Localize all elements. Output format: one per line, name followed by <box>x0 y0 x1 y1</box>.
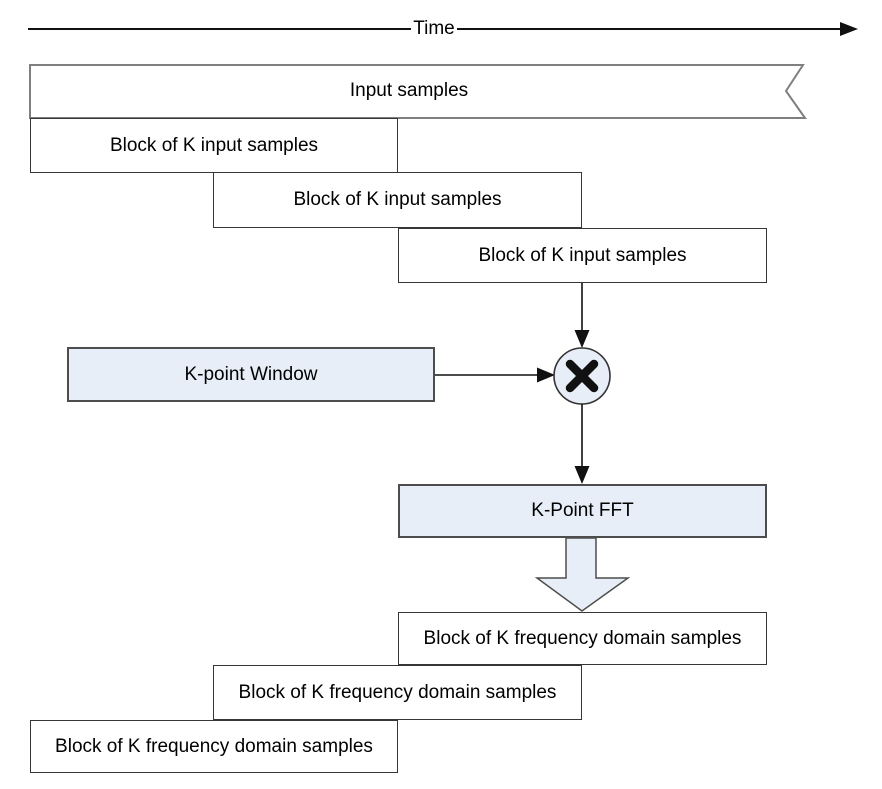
right-arrowhead-icon <box>537 367 555 383</box>
multiply-icon <box>553 347 611 405</box>
time-axis-line <box>456 28 840 30</box>
output-block-1: Block of K frequency domain samples <box>398 612 767 665</box>
input-block-1: Block of K input samples <box>30 118 398 173</box>
right-arrowhead-icon <box>840 22 858 36</box>
hollow-down-arrow-icon <box>534 537 631 612</box>
time-axis-line <box>28 28 412 30</box>
input-samples-label: Input samples <box>349 80 469 102</box>
time-axis: Time <box>28 17 858 41</box>
output-block-2-label: Block of K frequency domain samples <box>238 681 557 703</box>
k-point-window-box: K-point Window <box>67 347 435 402</box>
input-block-3-label: Block of K input samples <box>478 244 687 266</box>
output-block-3: Block of K frequency domain samples <box>30 720 398 773</box>
k-point-fft-label: K-Point FFT <box>531 500 634 521</box>
down-arrowhead-icon <box>574 466 590 484</box>
k-point-fft-box: K-Point FFT <box>398 484 767 538</box>
input-block-3: Block of K input samples <box>398 228 767 283</box>
output-block-3-label: Block of K frequency domain samples <box>55 735 373 757</box>
time-axis-label: Time <box>413 18 455 39</box>
input-block-2: Block of K input samples <box>213 172 582 228</box>
input-samples-strip-shape <box>29 64 807 119</box>
down-arrowhead-icon <box>574 330 590 348</box>
input-block-1-label: Block of K input samples <box>109 134 319 156</box>
input-block-2-label: Block of K input samples <box>293 189 502 210</box>
k-point-window-label: K-point Window <box>184 363 318 385</box>
output-block-2: Block of K frequency domain samples <box>213 665 582 720</box>
output-block-1-label: Block of K frequency domain samples <box>423 627 742 649</box>
